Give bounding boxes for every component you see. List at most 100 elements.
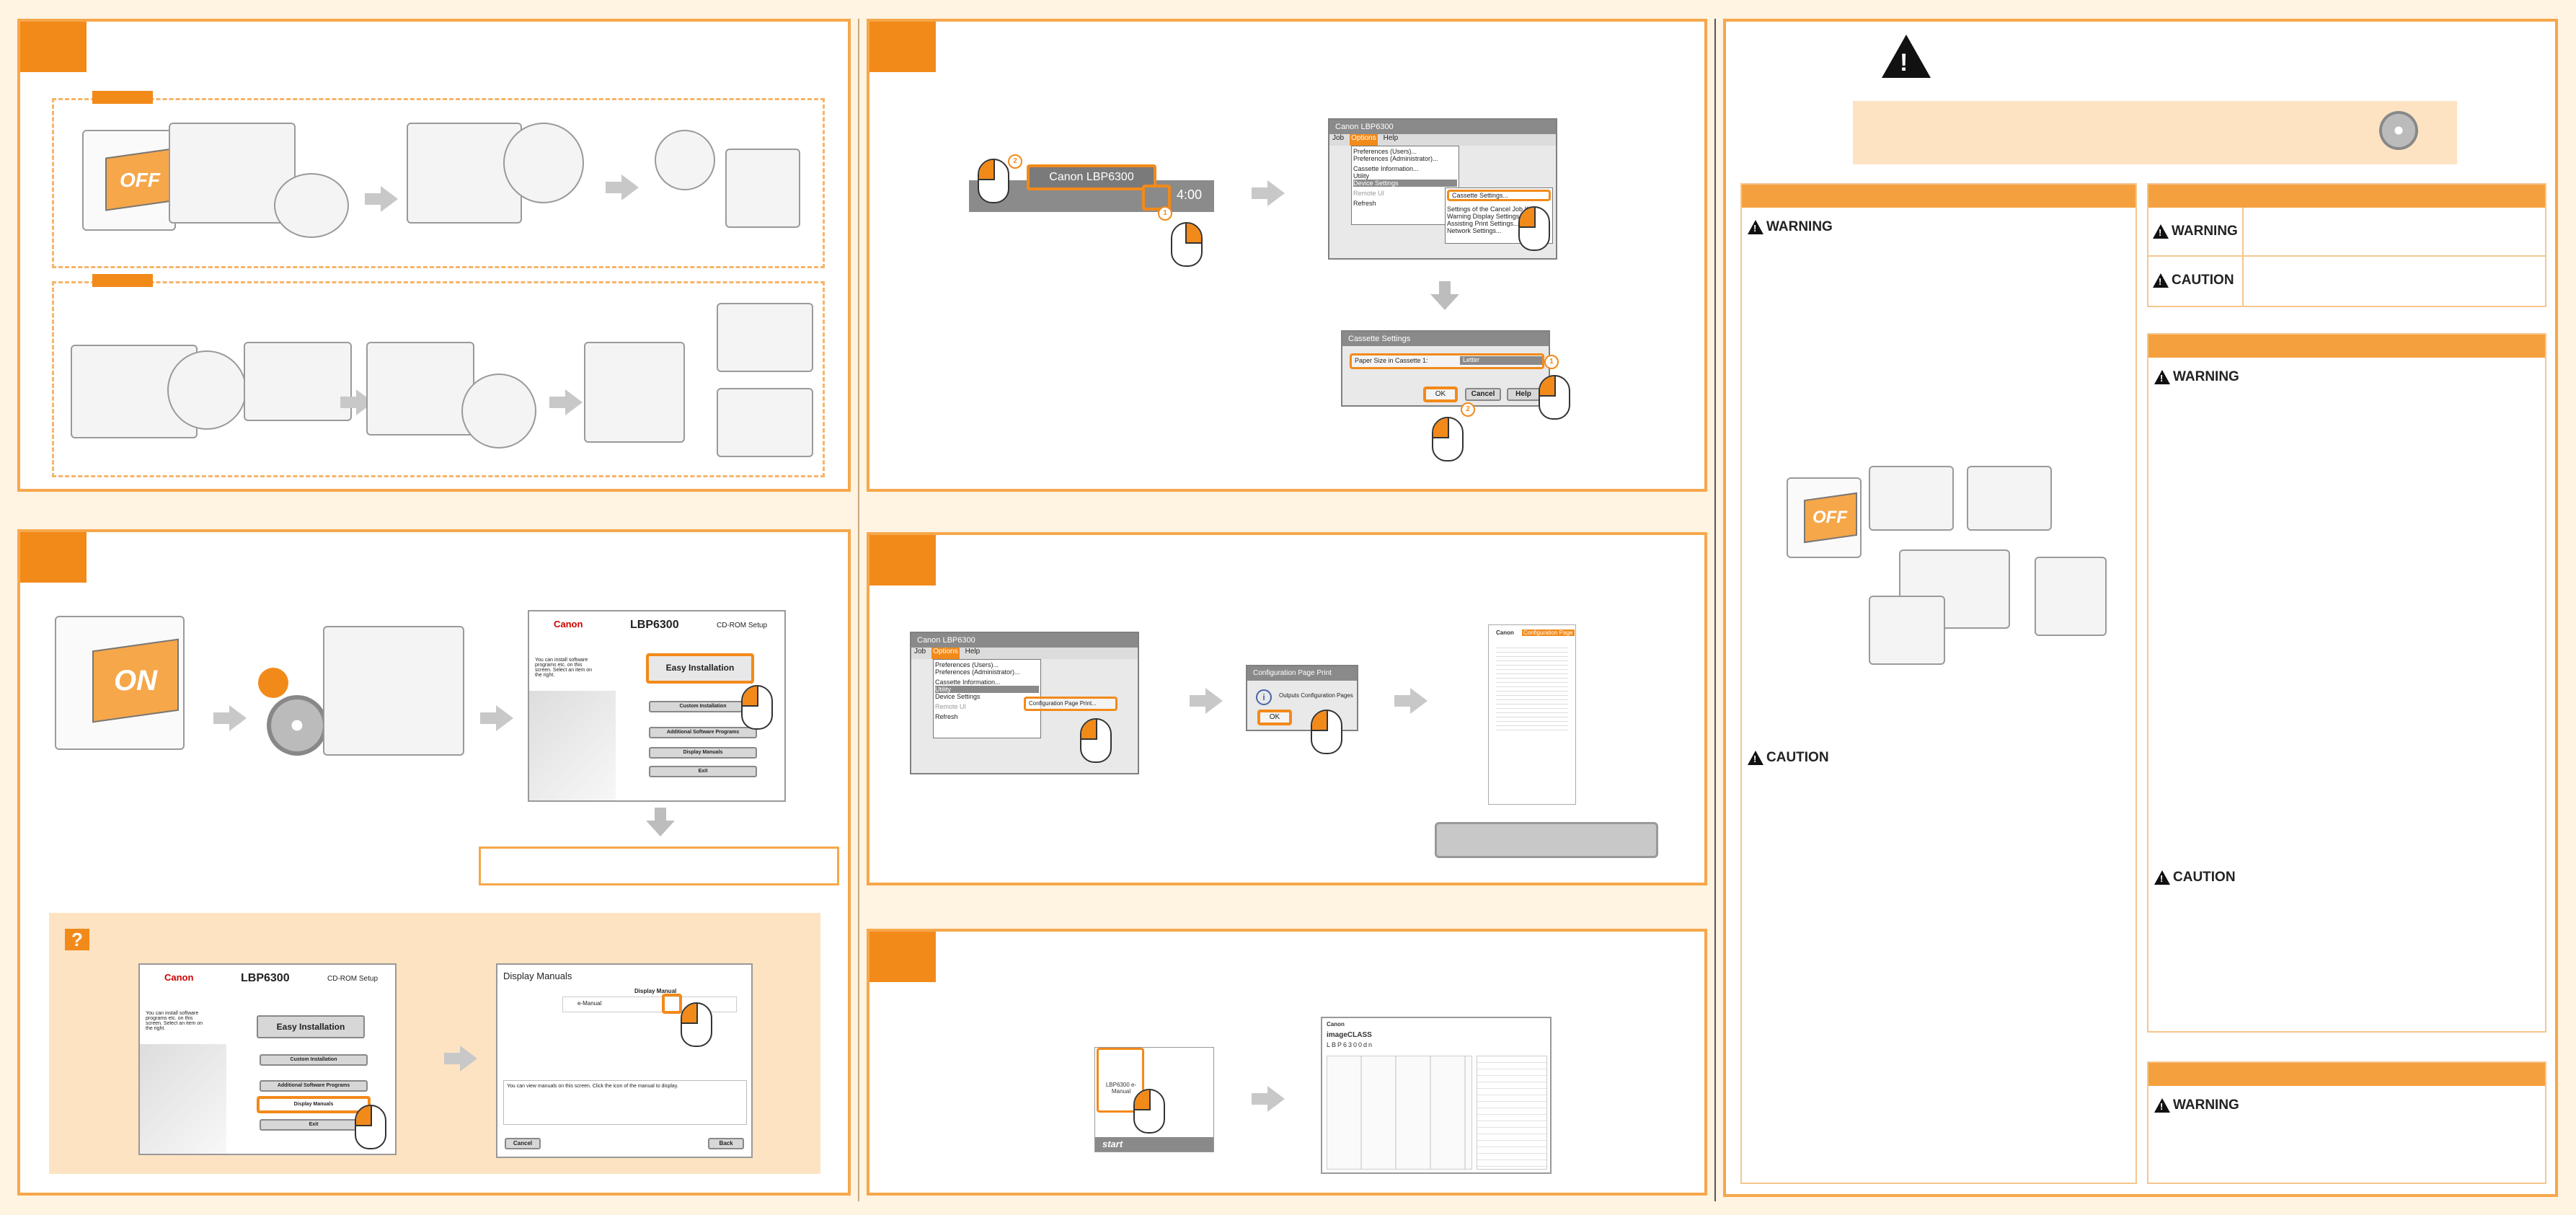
window-title: Canon LBP6300 [911,633,1138,648]
display-manuals-button[interactable]: Display Manuals [649,747,757,759]
menu-item[interactable]: Utility [1353,172,1369,180]
off-label: OFF [1813,508,1847,527]
note-bar [1435,822,1658,858]
mouse-left-click-icon [1080,718,1112,763]
safety-section-installation: WARNING CAUTION [2147,333,2546,1033]
menu-item[interactable]: Network Settings... [1447,227,1502,234]
info-icon: i [1256,689,1272,705]
safety-intro-box [1853,101,2457,164]
configuration-page-printout: Canon Configuration Page [1488,624,1576,805]
printer-indicators-illustration [584,342,685,443]
section-header-bar [2148,1063,2545,1086]
menu-item-device-settings[interactable]: Device Settings [1353,180,1457,187]
menu-item[interactable]: Preferences (Administrator)... [1353,155,1438,162]
step-badge-2: 2 [1461,402,1475,417]
safety-section-main: WARNING OFF CAUTION [1740,183,2137,1184]
menu-item[interactable]: Refresh [935,713,958,720]
exit-button[interactable]: Exit [260,1119,368,1131]
custom-installation-button[interactable]: Custom Installation [649,701,757,712]
start-bar: start [1095,1137,1213,1152]
arrow-right-icon [213,705,247,731]
dialog-title: Configuration Page Print [1247,666,1357,681]
arrow-right-icon [444,1046,477,1072]
manual-item-label: e-Manual [577,1000,602,1007]
mouse-left-click-icon [978,159,1009,203]
menu-help[interactable]: Help [965,648,981,655]
cancel-button[interactable]: Cancel [505,1138,541,1149]
menu-item[interactable]: Preferences (Administrator)... [935,668,1020,676]
power-cord-closeup-icon [167,350,247,430]
arrow-right-icon [365,186,398,212]
on-label: ON [114,665,157,697]
easy-installation-button[interactable]: Easy Installation [257,1015,365,1038]
step-panel-4: Canon LBP6300 Job Options Help Preferenc… [867,532,1707,885]
warning-triangle-icon [2154,1098,2170,1113]
emanual-model: LBP6300dn [1327,1041,1374,1048]
paper-size-select[interactable]: Letter [1460,356,1542,365]
usb-unplug-closeup-icon [1869,466,1954,531]
step-panel-5: LBP6300 e-Manual start Canon imageCLASS … [867,929,1707,1196]
menu-item[interactable]: Remote UI [935,703,967,710]
brand-logo: Canon [554,619,583,629]
emanual-product: imageCLASS [1327,1031,1372,1039]
manual-list-row: e-Manual [562,997,737,1012]
menu-help[interactable]: Help [1383,134,1399,142]
menu-item[interactable]: Settings of the Cancel Job Key... [1447,206,1541,213]
configuration-page-print-item[interactable]: Configuration Page Print... [1024,697,1117,711]
exit-button[interactable]: Exit [649,766,757,777]
description-box: You can view manuals on this screen. Cli… [503,1080,747,1125]
manual-open-icon[interactable] [662,994,682,1014]
dialog-message: Outputs Configuration Pages [1279,692,1353,699]
menu-item[interactable]: Cassette Information... [1353,165,1419,172]
mouse-left-click-icon [1539,375,1570,420]
menu-job[interactable]: Job [1332,134,1345,142]
menu-options[interactable]: Options [931,648,960,659]
intro-text: You can install software programs etc. o… [535,658,592,678]
power-switch-closeup-icon [274,173,349,238]
warning-triangle-large-icon [1882,35,1931,78]
additional-software-button[interactable]: Additional Software Programs [649,727,757,738]
menu-item[interactable]: Cassette Information... [935,679,1001,686]
menu-job[interactable]: Job [914,648,926,655]
custom-installation-button[interactable]: Custom Installation [260,1054,368,1066]
cassette-settings-item[interactable]: Cassette Settings... [1447,190,1551,201]
off-label: OFF [120,169,160,191]
menu-item[interactable]: Refresh [1353,200,1376,207]
cancel-button[interactable]: Cancel [1465,388,1501,401]
menu-options[interactable]: Options [1350,134,1378,146]
menu-item[interactable]: Preferences (Users)... [1353,148,1417,155]
menu-item[interactable]: Remote UI [1353,190,1385,197]
warning-heading: WARNING [2154,1097,2239,1113]
ok-button[interactable]: OK [1423,386,1458,402]
indicator-closeup-top-icon [717,303,813,372]
printer-tooltip: Canon LBP6300 [1027,164,1156,190]
power-outlet-icon [244,342,352,421]
display-manuals-button[interactable]: Display Manuals [257,1096,371,1113]
brand-logo: Canon [164,972,194,983]
back-button[interactable]: Back [708,1138,744,1149]
menu-item-utility[interactable]: Utility [935,686,1039,693]
warning-triangle-icon [1748,751,1763,765]
warning-symbol-row: WARNING [2153,224,2238,239]
desktop-screen: LBP6300 e-Manual start [1094,1047,1214,1152]
start-button[interactable]: start [1102,1139,1123,1149]
warning-triangle-icon [2154,870,2170,885]
easy-installation-button[interactable]: Easy Installation [646,653,754,684]
help-button[interactable]: Help [1507,388,1540,401]
menu-item[interactable]: Warning Display Settings... [1447,213,1525,220]
cd-rom-disc-icon [267,695,327,756]
arrow-right-icon [549,389,583,415]
additional-software-button[interactable]: Additional Software Programs [260,1080,368,1092]
step-badge-1: 1 [1158,206,1172,221]
column-separator [1714,19,1716,1201]
arrow-right-icon [606,174,639,200]
ok-button[interactable]: OK [1257,710,1292,725]
manuals-title: Display Manuals [503,971,572,981]
power-switch-off-closeup-icon [1869,596,1945,665]
menu-item[interactable]: Device Settings [935,693,981,700]
taskbar-clock: 4:00 [1177,187,1203,202]
menu-item[interactable]: Preferences (Users)... [935,661,999,668]
menu-item[interactable]: Assisting Print Settings... [1447,220,1519,227]
warning-triangle-icon [2153,224,2169,239]
usb-port-closeup-icon [503,123,584,203]
